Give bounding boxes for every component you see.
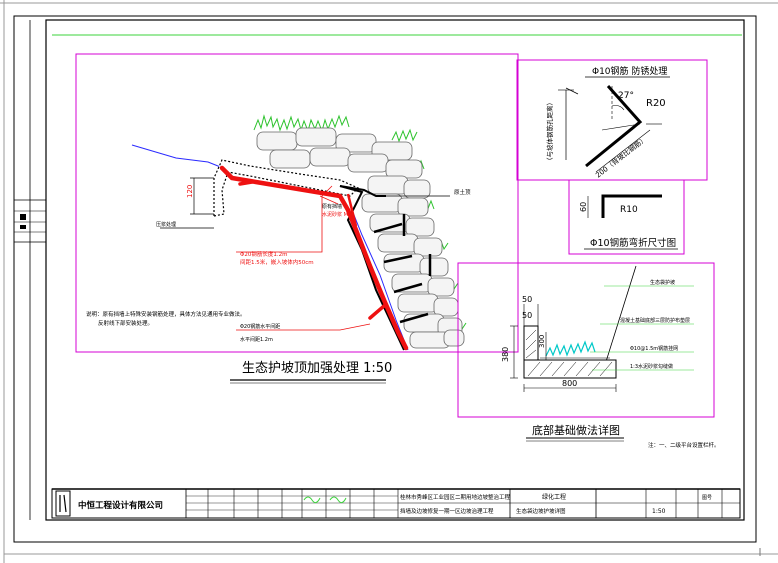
note-line1: 说明：原有挡墙上特殊安装钢筋处理，具体方法见通用专业做法。 (86, 310, 246, 318)
red-rebar (219, 165, 409, 351)
detail-rebar-angle: 27° (618, 91, 634, 101)
label-spec: 水泥砂浆 M10 (322, 211, 354, 218)
detail-rebar-title: Φ10钢筋 防锈处理 (592, 65, 667, 77)
detail-base-note: 注：一、二级平台设置栏杆。 (648, 441, 720, 449)
note-line2: 反射线下部安装处理。 (98, 319, 153, 327)
detail-base-shape (510, 265, 694, 392)
base-label1: 生态袋护坡 (650, 279, 675, 286)
label-grout: 压浆处理 (156, 221, 176, 228)
grout-zone (213, 159, 360, 217)
base-dim-300: 300 (538, 335, 546, 348)
detail-rebar-side: （与坡体钢筋孔距离） (545, 99, 554, 164)
sheet-label: 图号 (702, 495, 712, 501)
scale-value: 1:50 (652, 508, 666, 515)
label-rebar1: Φ20钢筋长度1.2m (240, 250, 287, 258)
binding-strip (14, 20, 46, 520)
label-rebar3: Φ20钢筋水平间距 (240, 323, 280, 330)
detail-bend-radius: R10 (620, 205, 638, 215)
label-rebar4: 水平间距1.2m (240, 336, 273, 343)
base-dim-50a: 50 (522, 295, 532, 304)
company-name: 中恒工程设计有限公司 (78, 500, 163, 511)
detail-base-viewport (457, 262, 715, 418)
base-label2: 混凝土基础底部三层防护布垫层 (620, 317, 690, 324)
detail-rebar-shape (558, 85, 662, 173)
detail-base-title: 底部基础做法详图 (532, 423, 620, 437)
base-label4: 1:3水泥砂浆勾缝做 (630, 363, 673, 370)
project-name-2: 挡墙及边坡修复一期一区边坡治理工程 (400, 507, 494, 515)
detail-bend-title: Φ10钢筋弯折尺寸图 (590, 237, 676, 249)
base-dim-50b: 50 (522, 311, 532, 320)
sheet-inner-frame (45, 19, 745, 521)
detail-bend-dim: 60 (579, 202, 588, 212)
label-top: 原土顶 (454, 188, 471, 196)
main-section-viewport (75, 53, 519, 353)
main-section-title: 生态护坡顶加强处理 1:50 (242, 361, 392, 376)
dim-left: 120 (186, 185, 194, 198)
company-logo (55, 490, 71, 517)
label-old-wall: 原有挡墙 (322, 203, 342, 210)
base-dim-800: 800 (562, 379, 577, 388)
detail-bend-shape (601, 194, 662, 218)
detail-bend-viewport (568, 179, 685, 255)
title-block (51, 488, 741, 519)
project-name: 桂林市秀峰区工业园区二期用地边坡整治工程 (400, 493, 511, 501)
eco-bag-stack (256, 127, 465, 349)
base-label3: Φ10@1.5m钢筋挂网 (630, 345, 678, 352)
drawing-name-2: 生态袋边坡护坡详图 (516, 507, 566, 515)
drawing-name: 绿化工程 (542, 493, 566, 501)
anchor-bars (373, 214, 432, 324)
detail-rebar-radius: R20 (646, 98, 666, 109)
base-dim-380: 380 (501, 347, 510, 362)
signature (303, 496, 347, 504)
label-rebar2: 间距1.5米，嵌入坡体内50cm (240, 258, 314, 266)
sheet-outer-frame (13, 15, 757, 543)
